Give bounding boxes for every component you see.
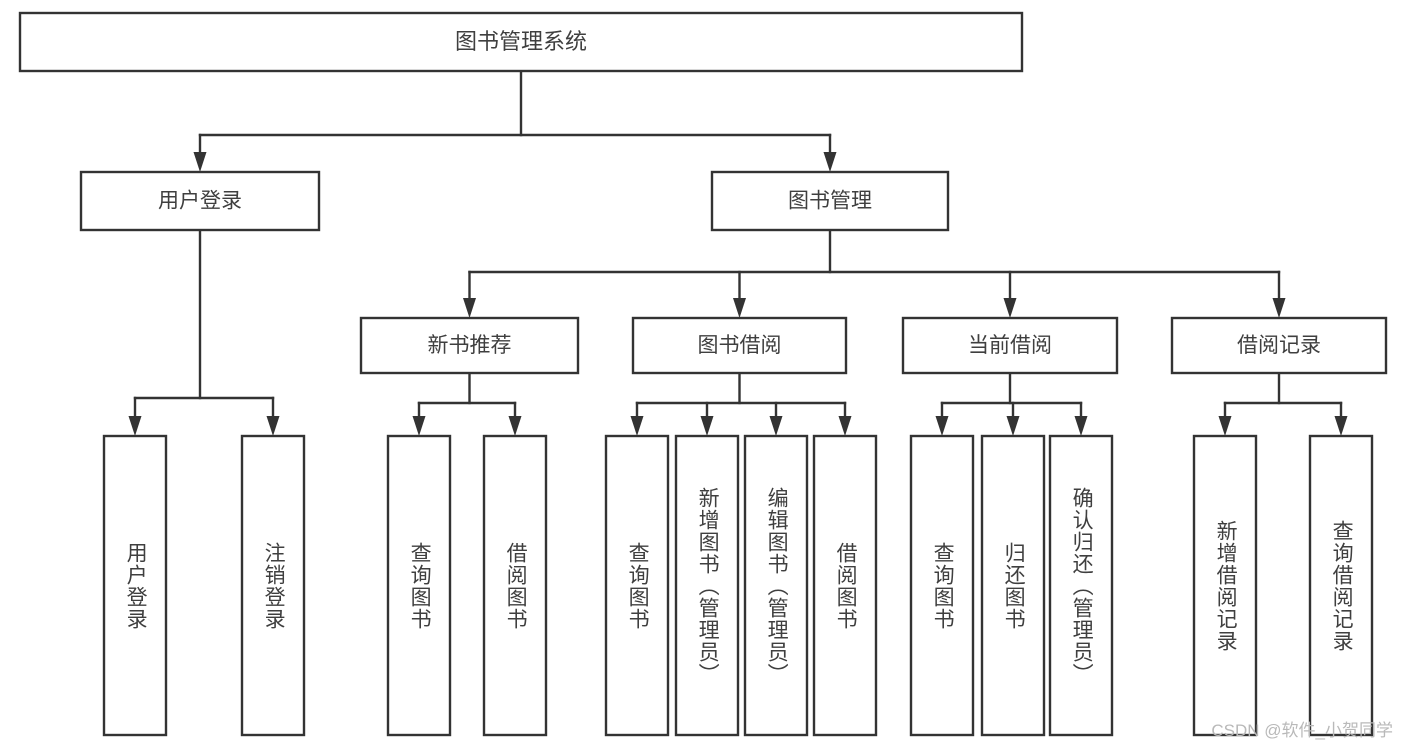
node-box-leaf-current-return-book[interactable] bbox=[980, 434, 1046, 737]
node-box-leaf-borrow-query-book[interactable] bbox=[604, 434, 670, 737]
node-box-leaf-current-query-book[interactable] bbox=[909, 434, 975, 737]
node-box-leaf-user-logout[interactable] bbox=[240, 434, 306, 737]
arrow-head bbox=[128, 416, 142, 436]
node-label-borrow-record: 借阅记录 bbox=[1237, 334, 1321, 357]
conn-userlogin-to-leaves bbox=[128, 228, 280, 436]
arrow-head bbox=[1218, 416, 1232, 436]
node-label-user-login: 用户登录 bbox=[158, 190, 242, 213]
node-box-layer bbox=[18, 11, 1388, 737]
arrow-head bbox=[1272, 298, 1286, 318]
node-box-borrow-record[interactable] bbox=[1170, 316, 1388, 375]
arrow-head bbox=[412, 416, 426, 436]
node-box-book-borrow[interactable] bbox=[631, 316, 848, 375]
conn-recommend-to-leaves bbox=[412, 371, 522, 436]
arrow-head bbox=[266, 416, 280, 436]
node-box-root[interactable] bbox=[18, 11, 1024, 73]
conn-bookmanage-to-level3 bbox=[463, 228, 1286, 318]
node-box-current-borrow[interactable] bbox=[901, 316, 1119, 375]
conn-current-to-leaves bbox=[935, 371, 1088, 436]
arrow-head bbox=[700, 416, 714, 436]
arrow-head bbox=[508, 416, 522, 436]
node-label-root: 图书管理系统 bbox=[455, 29, 587, 54]
node-box-leaf-current-confirm-return[interactable] bbox=[1048, 434, 1114, 737]
node-label-book-manage: 图书管理 bbox=[788, 190, 872, 213]
arrow-head bbox=[823, 152, 837, 172]
node-label-current-borrow: 当前借阅 bbox=[968, 334, 1052, 357]
node-box-leaf-borrow-borrow-book[interactable] bbox=[812, 434, 878, 737]
node-box-leaf-rec-borrow-book[interactable] bbox=[482, 434, 548, 737]
connector-layer bbox=[128, 69, 1348, 436]
node-label-new-book-recommend: 新书推荐 bbox=[428, 334, 512, 357]
arrow-head bbox=[193, 152, 207, 172]
node-box-leaf-user-login[interactable] bbox=[102, 434, 168, 737]
arrow-head bbox=[733, 298, 746, 318]
conn-record-to-leaves bbox=[1218, 371, 1348, 436]
conn-root-to-level2 bbox=[193, 69, 837, 172]
conn-borrow-to-leaves bbox=[630, 371, 852, 436]
node-box-new-book-recommend[interactable] bbox=[359, 316, 580, 375]
arrow-head bbox=[630, 416, 644, 436]
arrow-head bbox=[463, 298, 476, 318]
arrow-head bbox=[1006, 416, 1020, 436]
arrow-head bbox=[1074, 416, 1088, 436]
arrow-head bbox=[935, 416, 949, 436]
node-box-book-manage[interactable] bbox=[710, 170, 950, 232]
arrow-head bbox=[769, 416, 783, 436]
arrow-head bbox=[1334, 416, 1348, 436]
node-box-leaf-record-query[interactable] bbox=[1308, 434, 1374, 737]
node-box-leaf-record-add[interactable] bbox=[1192, 434, 1258, 737]
node-box-leaf-borrow-edit-book[interactable] bbox=[743, 434, 809, 737]
node-box-leaf-borrow-add-book[interactable] bbox=[674, 434, 740, 737]
node-box-user-login[interactable] bbox=[79, 170, 321, 232]
node-label-book-borrow: 图书借阅 bbox=[698, 334, 782, 357]
node-box-leaf-rec-query-book[interactable] bbox=[386, 434, 452, 737]
arrow-head bbox=[1003, 298, 1017, 318]
arrow-head bbox=[838, 416, 852, 436]
